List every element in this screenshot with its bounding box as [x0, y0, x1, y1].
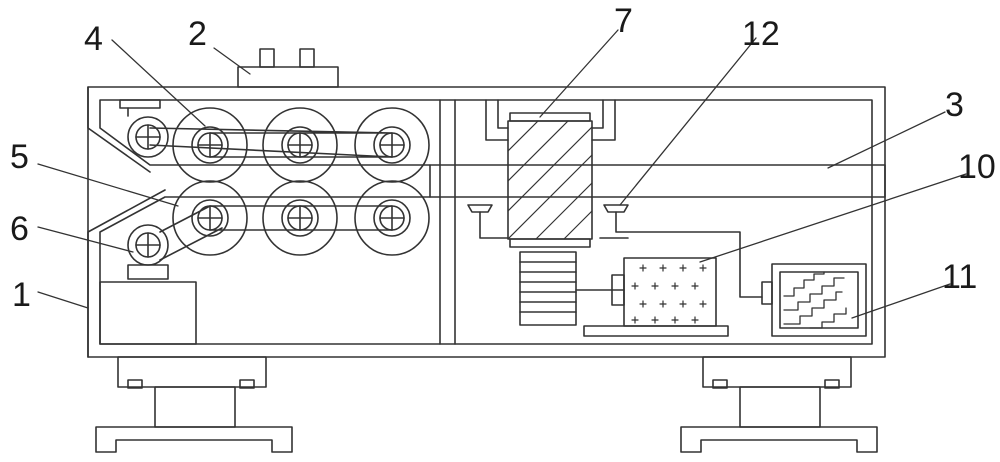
- label-6: 6: [10, 210, 29, 248]
- block-cap-bottom: [509, 238, 591, 248]
- pump-box-inner: [779, 271, 859, 329]
- pump-box-pattern: [783, 271, 847, 329]
- leader-12: [619, 37, 757, 206]
- leader-11: [851, 283, 951, 319]
- hatched-block-fill: [507, 120, 593, 240]
- housing-left-wedge: [87, 86, 166, 358]
- leader-4: [111, 39, 206, 127]
- label-3: 3: [945, 86, 964, 124]
- lower-roller-2: [262, 180, 338, 256]
- leader-10: [699, 173, 967, 263]
- lower-roller-3: [354, 180, 430, 256]
- block-cap-top: [509, 112, 591, 122]
- pump-box: [761, 281, 773, 305]
- upper-roller-1: [172, 107, 248, 183]
- leader-6: [37, 226, 134, 253]
- label-11: 11: [942, 258, 977, 296]
- label-12: 12: [742, 15, 780, 53]
- motor-box-coupling: [611, 274, 625, 306]
- lead-screw-threads: [519, 261, 577, 313]
- leader-1: [37, 291, 89, 309]
- label-7: 7: [614, 2, 633, 40]
- top-knob-right: [299, 48, 315, 68]
- label-2: 2: [188, 15, 207, 53]
- upper-motor-bracket: [119, 99, 161, 109]
- slide-rail: [429, 164, 886, 198]
- main-housing: [87, 86, 886, 358]
- left-leg: [95, 356, 293, 453]
- right-leg: [680, 356, 878, 453]
- lower-drive-belt: [159, 205, 393, 261]
- pump-box-body: [771, 263, 867, 337]
- lower-drive-gear: [127, 224, 169, 266]
- upper-roller-3: [354, 107, 430, 183]
- leader-7: [539, 29, 619, 118]
- leader-lines: [37, 29, 967, 319]
- motor-box-pattern: [631, 264, 707, 324]
- lead-screw: [519, 251, 577, 326]
- block-top-bracket: [485, 99, 616, 141]
- label-5: 5: [10, 138, 29, 176]
- motor-box-base: [583, 325, 729, 337]
- lower-roller-1: [172, 180, 248, 256]
- upper-drive-belt: [149, 127, 393, 158]
- lower-gear-mount: [127, 264, 169, 280]
- top-block: [237, 66, 339, 88]
- upper-drive-gear: [127, 116, 169, 158]
- label-1: 1: [12, 276, 31, 314]
- top-knob-left: [259, 48, 275, 68]
- left-nozzle: [467, 204, 509, 239]
- label-4: 4: [84, 20, 103, 58]
- leader-2: [213, 47, 251, 75]
- upper-roller-2: [262, 107, 338, 183]
- motor-base-box: [99, 281, 197, 345]
- leader-3: [827, 111, 946, 169]
- label-10: 10: [958, 148, 996, 186]
- leader-5: [37, 163, 179, 207]
